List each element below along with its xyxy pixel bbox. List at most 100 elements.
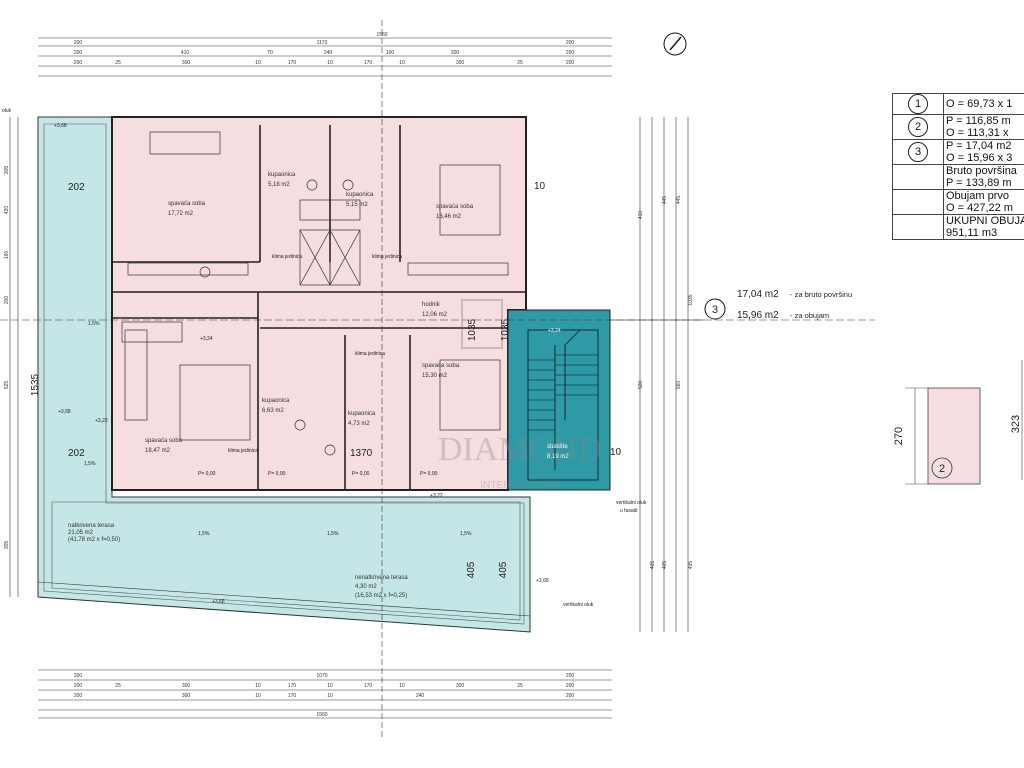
watermark-line2: INTERNATIONAL (480, 480, 560, 491)
callout-number: 3 (712, 304, 718, 316)
dim-text: 202 (68, 448, 85, 459)
dim-text: 10 (255, 683, 261, 689)
legend-circle: 3 (908, 142, 928, 162)
dim-text: 70 (267, 50, 273, 56)
room-name: hodnik (422, 302, 441, 308)
top-dimension-texts: 1560 200 1170 200 200 410 70 240 100 200… (74, 32, 575, 66)
p0-label: P= 0,00 (268, 471, 286, 477)
dim-text: 1070 (316, 673, 327, 679)
dim-text: 1170 (317, 40, 328, 46)
dim-text: 200 (451, 50, 460, 56)
bottom-dimension-texts: 200 1070 200 200 25 300 10 170 10 170 10… (74, 673, 575, 718)
room-name: kupaonica (262, 398, 290, 404)
terrace-note: (16,53 m2 x f=0,25) (355, 593, 407, 599)
legend-line: UKUPNI OBUJA (946, 215, 1024, 227)
legend-num-cell: 1 (892, 93, 944, 115)
room-area: 5,18 m2 (268, 182, 290, 188)
room-area: 16,46 m2 (436, 214, 462, 220)
room-area: 17,72 m2 (168, 211, 194, 217)
dim-text: 420 (4, 206, 10, 215)
inner-dimension-texts: 1535 1035 1035 405 405 202 202 1370 10 1… (30, 181, 622, 578)
furniture (121, 131, 509, 456)
callout-line2-suffix: - za obujam (790, 311, 829, 320)
slope-label: 1,5% (327, 531, 339, 537)
walls (112, 125, 526, 490)
legend-line: P = 17,04 m2 (946, 140, 1012, 152)
section-detail (905, 360, 1023, 485)
p0-label: P= 0,00 (352, 471, 370, 477)
terrace-note: (41,78 m2 x f=0,50) (68, 537, 120, 543)
legend-line: 951,11 m3 (946, 227, 998, 239)
klima-label: klima jedinica (272, 254, 302, 260)
dim-text: 560 (676, 381, 682, 390)
section-height-1: 270 (893, 427, 905, 445)
dim-text: 25 (517, 683, 523, 689)
watermark-line1: DIAMOND (438, 431, 602, 468)
dim-text: 300 (182, 60, 191, 66)
dim-text: 200 (74, 60, 83, 66)
legend-num-cell: 2 (892, 114, 944, 140)
level-label: +3,24 (200, 336, 213, 342)
side-dimension-texts: 305 420 160 200 525 305 410 445 445 1035… (4, 166, 694, 570)
legend-line: O = 427,22 m (946, 202, 1013, 214)
staircase (507, 309, 611, 491)
dim-text: 1370 (350, 448, 373, 459)
room-area: 18,47 m2 (145, 448, 171, 454)
room-name: spavaća soba (168, 201, 206, 207)
dim-text: 200 (566, 50, 575, 56)
legend-circle: 2 (908, 117, 928, 137)
dim-text: 10 (399, 683, 405, 689)
room-area: 5,15 m2 (346, 202, 368, 208)
terrace-name: nenatkrivena terasa (355, 575, 408, 581)
dim-text: 200 (74, 40, 83, 46)
legend-num-cell (892, 189, 944, 215)
section-height-2: 323 (1010, 415, 1022, 433)
legend-line: P = 133,89 m (946, 177, 1012, 189)
dim-text: 200 (566, 60, 575, 66)
legend-line: P = 116,85 m (946, 115, 1011, 127)
dim-text: 405 (498, 561, 509, 578)
dim-text: 305 (4, 541, 10, 550)
level-label: +3,22 (95, 418, 108, 424)
dim-text: 410 (638, 211, 644, 220)
dim-text: 10 (327, 683, 333, 689)
dim-text: 25 (115, 683, 121, 689)
misc-labels: +3,24 +3,22 +3,22 +3,24 +3,68 +3,68 +3,6… (2, 108, 647, 608)
level-label: +3,68 (536, 578, 549, 584)
klima-label: klima jedinica (355, 351, 385, 357)
north-arrow-icon (663, 32, 687, 56)
klima-label: klima jedinica (372, 254, 402, 260)
dim-text: 405 (650, 561, 656, 570)
dim-top-total: 1560 (376, 32, 387, 38)
room-name: spavaća soba (145, 438, 183, 444)
p0-label: P= 0,00 (420, 471, 438, 477)
slope-label: 1,5% (198, 531, 210, 537)
dim-text: 200 (566, 683, 575, 689)
level-label: +3,24 (548, 328, 561, 334)
dim-text: 405 (662, 561, 668, 570)
klima-label: klima jedinica (228, 448, 258, 454)
callout-line2: 15,96 m2 (737, 310, 779, 321)
callout-line1: 17,04 m2 (737, 289, 779, 300)
dim-text: 200 (4, 296, 10, 305)
dim-text: 202 (68, 182, 85, 193)
dim-text: 170 (288, 683, 297, 689)
legend-line: O = 15,96 x 3 (946, 152, 1013, 164)
dim-text: 10 (534, 181, 546, 192)
legend-text-cell: O = 69,73 x 1 (943, 93, 1024, 115)
dim-text: 240 (416, 693, 425, 699)
room-area: 8,19 m2 (547, 454, 569, 460)
dim-text: 300 (182, 683, 191, 689)
dim-bottom-total: 1560 (316, 712, 327, 718)
dim-text: 1035 (688, 294, 694, 305)
dim-text: 300 (182, 693, 191, 699)
p0-label: P= 0,00 (198, 471, 216, 477)
callout-marker (610, 298, 726, 321)
legend-num-cell: 3 (892, 139, 944, 165)
